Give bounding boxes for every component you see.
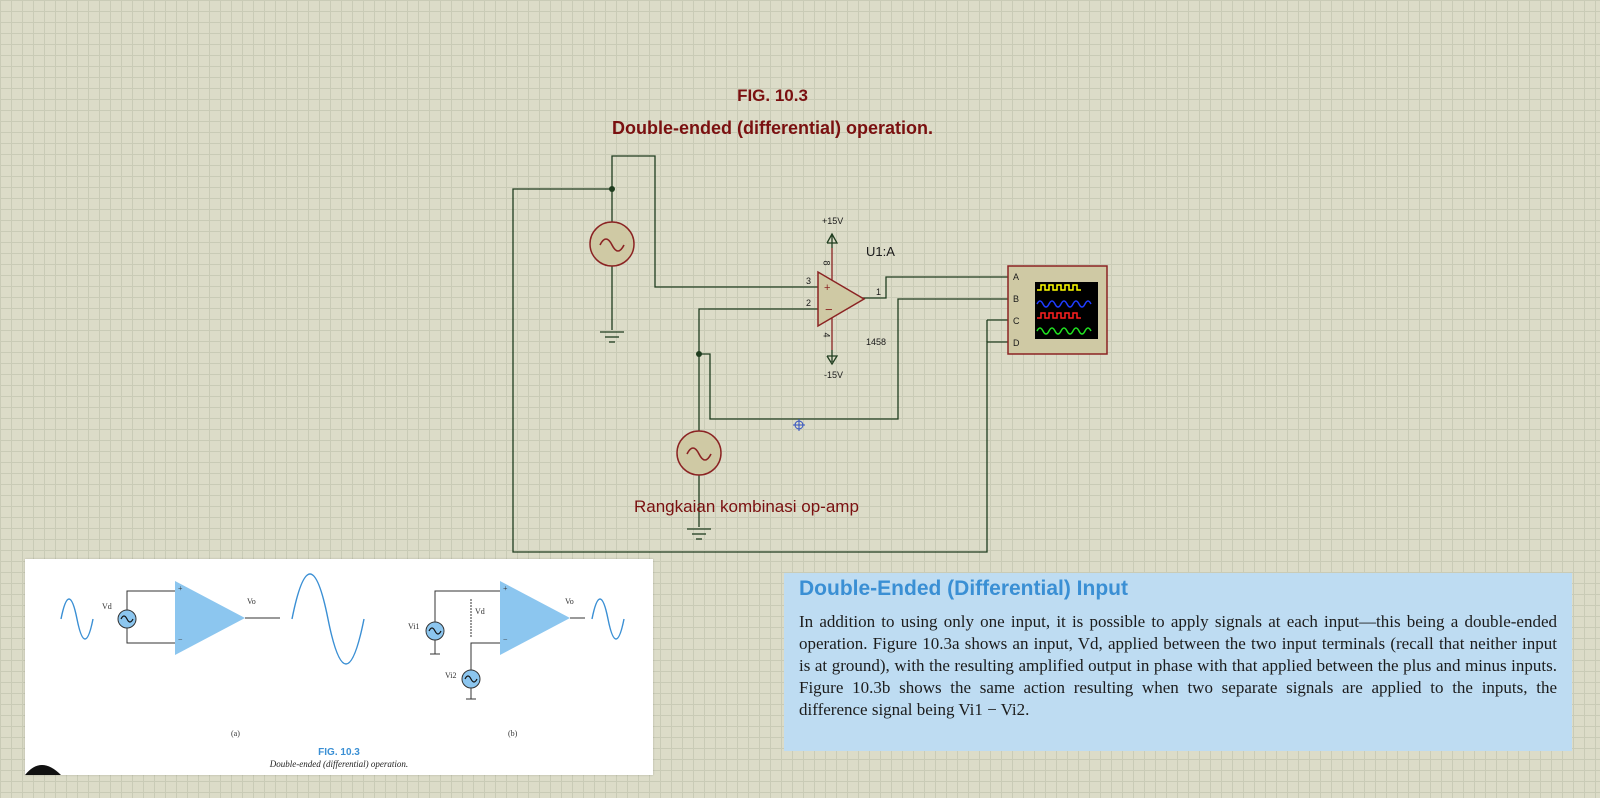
label-vi1: Vi1 <box>408 622 420 631</box>
figure-number: FIG. 10.3 <box>737 86 808 105</box>
opamp-part-label[interactable]: 1458 <box>866 337 887 347</box>
junction-dot <box>609 186 615 192</box>
supply-negative-terminal <box>826 350 839 366</box>
pin-number-noninv: 3 <box>806 276 812 286</box>
label-minus: − <box>178 635 183 644</box>
crosshair-icon <box>793 419 805 431</box>
reference-figure-image: Vd Vo + − Vo Vd Vi1 Vi2 + − (a) (b) <box>25 559 653 775</box>
output-waveform <box>291 573 365 665</box>
opamp-reference-label[interactable]: U1:A <box>866 244 895 259</box>
supply-positive-label: +15V <box>822 216 844 226</box>
reference-figure-drawing <box>25 573 625 775</box>
scope-channel-a: A <box>1013 272 1020 282</box>
figure-caption: Double-ended (differential) operation. <box>611 118 933 138</box>
opamp-triangle-b <box>500 581 570 655</box>
scope-channel-d: D <box>1013 338 1020 348</box>
input-waveform <box>60 598 94 640</box>
output-waveform-b <box>591 598 625 640</box>
panel-body: In addition to using only one input, it … <box>799 612 1557 719</box>
wire[interactable] <box>699 298 1008 420</box>
ground-symbol <box>600 331 624 343</box>
wire[interactable] <box>862 276 1008 299</box>
sublabel-b: (b) <box>508 729 518 738</box>
label-minus-b: − <box>503 635 508 644</box>
wire[interactable] <box>512 188 1008 553</box>
ac-source-1[interactable] <box>589 221 635 267</box>
wire[interactable] <box>611 155 818 288</box>
wire[interactable] <box>698 308 818 431</box>
supply-negative-label: -15V <box>824 370 844 380</box>
opamp-triangle-a <box>175 581 245 655</box>
scope-channel-b: B <box>1013 294 1020 304</box>
sublabel-a: (a) <box>231 729 240 738</box>
pin-number-out: 1 <box>876 287 882 297</box>
pin-number-inv: 2 <box>806 298 812 308</box>
scope-channel-c: C <box>1013 316 1020 326</box>
oscilloscope[interactable] <box>1007 265 1108 355</box>
svg-text:−: − <box>825 302 833 317</box>
pin-number-vcc: 8 <box>821 260 832 266</box>
reference-caption-number: FIG. 10.3 <box>318 747 360 758</box>
label-plus: + <box>178 584 183 593</box>
circuit-label[interactable]: Rangkaian kombinasi op-amp <box>634 497 859 516</box>
label-vo-b: Vo <box>565 597 574 606</box>
label-vd-b: Vd <box>475 607 485 616</box>
supply-positive-terminal <box>826 232 839 248</box>
label-vd: Vd <box>102 602 112 611</box>
decorative-blob <box>25 765 61 775</box>
label-vi2: Vi2 <box>445 671 457 680</box>
opamp-u1a[interactable]: + − <box>817 248 866 350</box>
ground-symbol <box>687 528 711 540</box>
panel-heading: Double-Ended (Differential) Input <box>799 577 1128 600</box>
text-panel[interactable]: Double-Ended (Differential) Input In add… <box>784 573 1572 751</box>
label-vo: Vo <box>247 597 256 606</box>
svg-text:+: + <box>824 282 830 294</box>
label-plus-b: + <box>503 584 508 593</box>
pin-number-vee: 4 <box>821 332 832 338</box>
junction-dot <box>696 351 702 357</box>
reference-caption-text: Double-ended (differential) operation. <box>269 759 409 769</box>
ac-source-2[interactable] <box>676 430 722 476</box>
